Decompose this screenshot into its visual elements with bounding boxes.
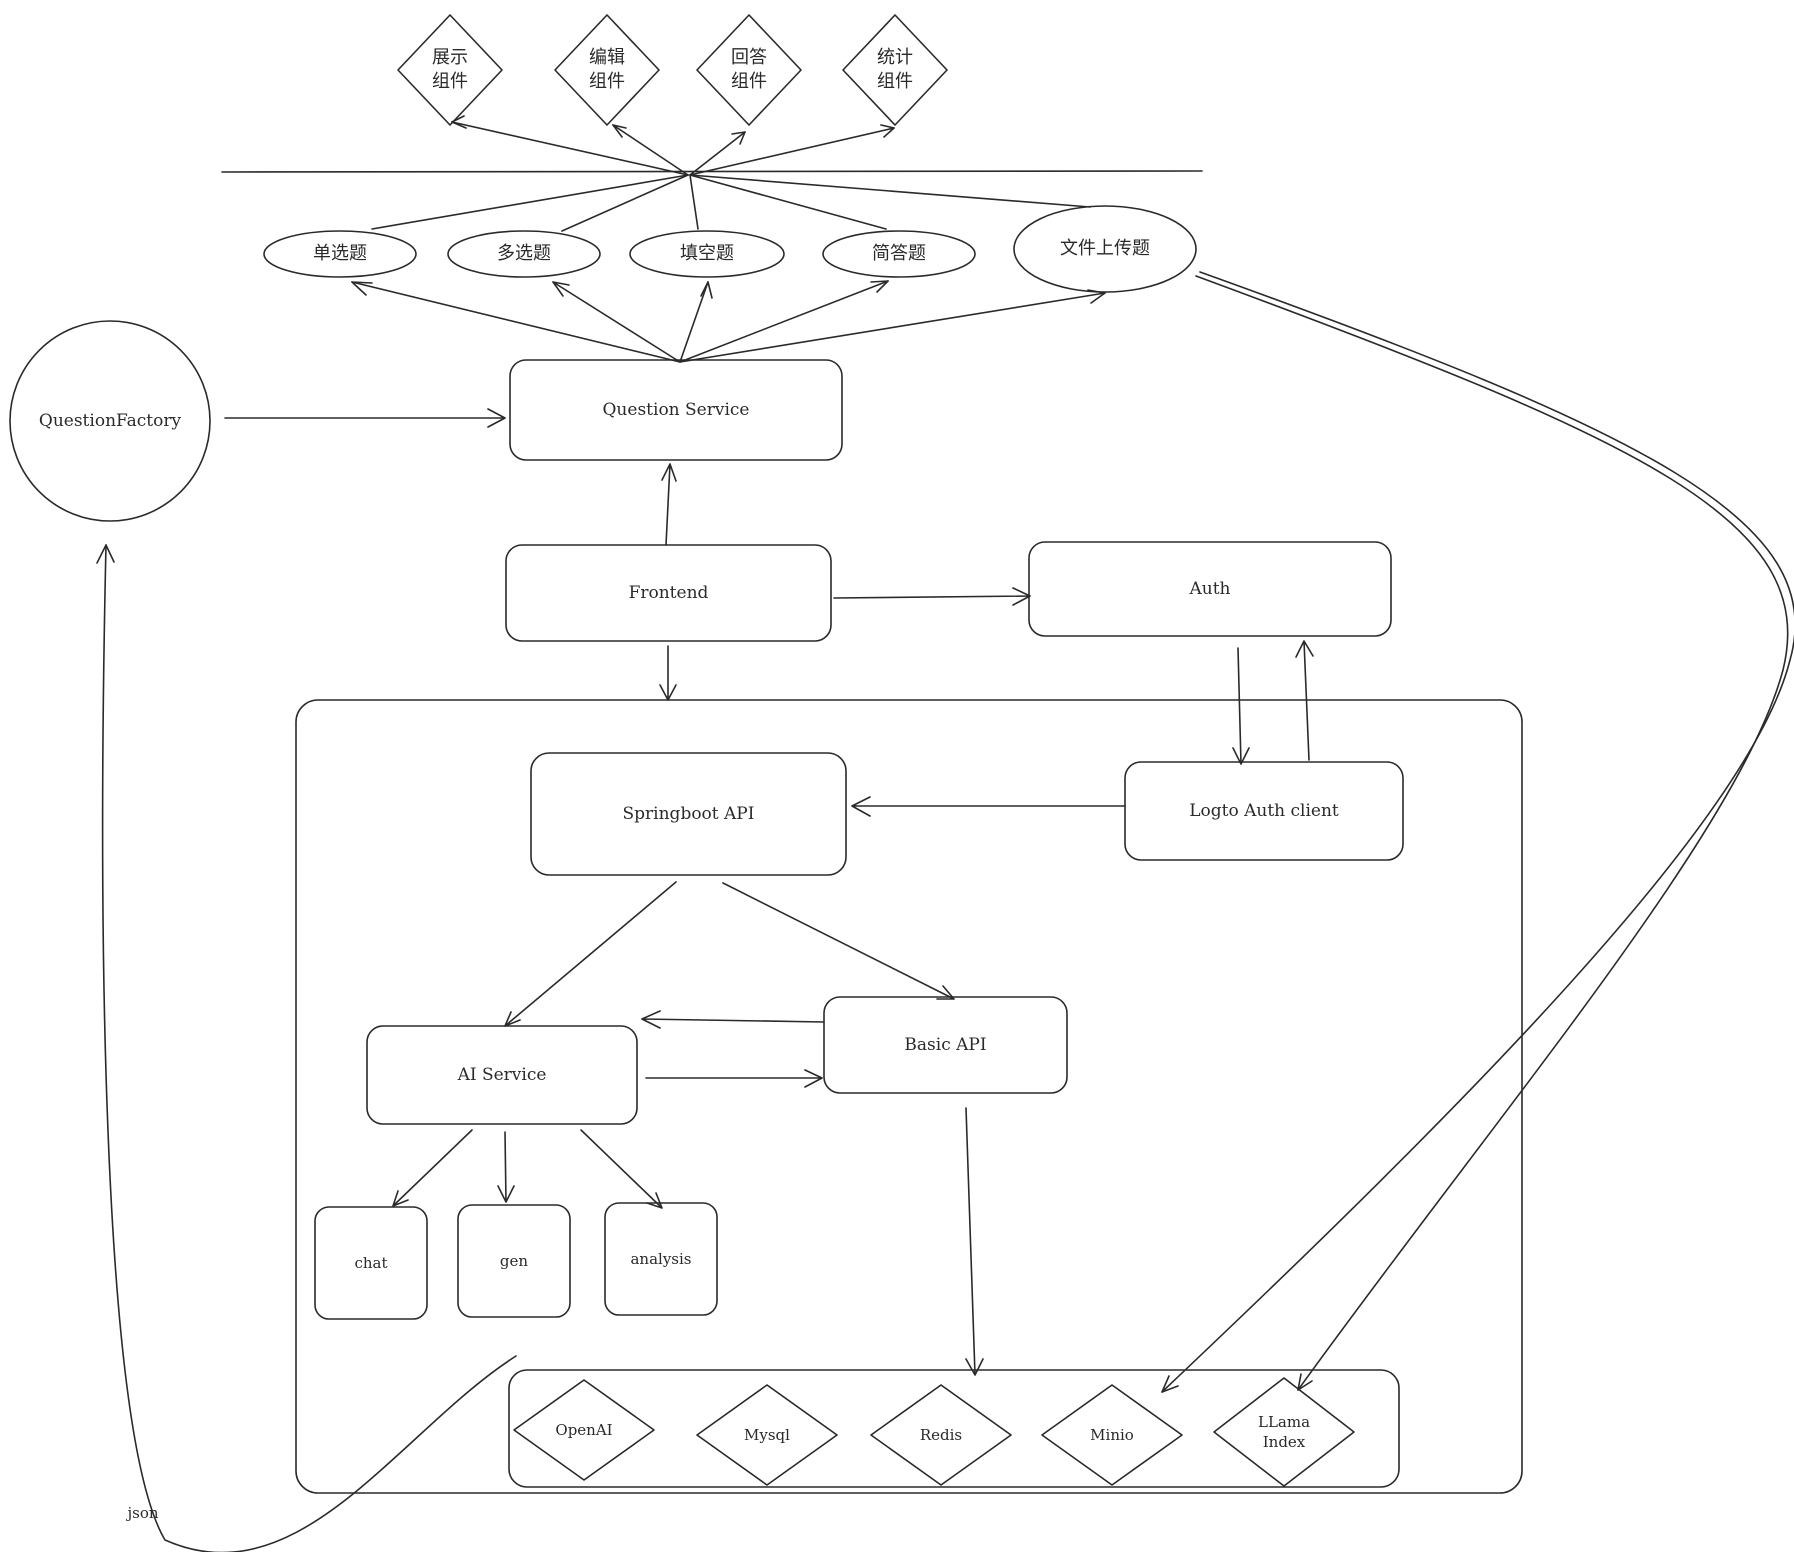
arrow-basic-to-storage [965, 1107, 984, 1376]
diamond-minio [1041, 1384, 1183, 1486]
box-logto-client [1124, 761, 1404, 861]
arrow-logto-to-auth [1295, 640, 1314, 761]
diamond-llama [1213, 1377, 1355, 1487]
box-storage [508, 1369, 1400, 1488]
fan-hub-to-components [451, 115, 895, 176]
box-backend-container [295, 699, 1523, 1494]
ellipse-short [822, 230, 976, 278]
fan-types-to-hub [371, 174, 1091, 232]
box-question-service [509, 359, 843, 461]
curve-upload-to-llama [1195, 275, 1789, 1391]
circle-question-factory [9, 320, 211, 522]
arrow-auth-to-logto [1232, 647, 1250, 765]
arrow-factory-to-service [224, 408, 506, 428]
diamond-stats [842, 14, 948, 126]
arrow-logto-to-springboot [851, 796, 1126, 817]
diamond-openai [513, 1379, 655, 1481]
ellipse-single [263, 230, 417, 278]
box-gen [457, 1204, 571, 1318]
box-springboot-api [530, 752, 847, 876]
arrow-ai-to-analysis [580, 1129, 663, 1209]
diamond-display [397, 14, 503, 126]
box-ai-service [366, 1025, 638, 1125]
arrowhead-factory [96, 544, 115, 564]
arrow-ai-to-gen [497, 1131, 515, 1203]
arrow-frontend-to-service [661, 463, 677, 546]
diamond-edit [554, 14, 660, 126]
box-frontend [505, 544, 832, 642]
arrow-basic-to-ai [641, 1010, 825, 1029]
arrow-frontend-to-auth [833, 587, 1031, 606]
box-basic-api [823, 996, 1068, 1094]
ellipse-multi [447, 230, 601, 278]
box-chat [314, 1206, 428, 1320]
diamond-mysql [696, 1384, 838, 1486]
fan-service-to-types [351, 280, 1106, 363]
ellipse-upload [1013, 205, 1197, 293]
box-analysis [604, 1202, 718, 1316]
separator-line [221, 170, 1203, 173]
arrowhead-minio [1161, 1375, 1179, 1393]
arrow-springboot-to-ai [504, 881, 677, 1027]
arrowhead-llama [1297, 1373, 1313, 1391]
diamond-answer [696, 14, 802, 126]
ellipse-fill [629, 230, 785, 278]
arrow-frontend-to-backend [659, 645, 677, 701]
arrow-ai-to-basic [645, 1069, 823, 1088]
diamond-redis [870, 1384, 1012, 1486]
arrow-springboot-to-basic [722, 882, 955, 1000]
arrow-ai-to-chat [392, 1129, 473, 1207]
curve-upload-to-minio [1161, 271, 1794, 1393]
box-auth [1028, 541, 1392, 637]
curve-json-to-factory [101, 544, 517, 1552]
